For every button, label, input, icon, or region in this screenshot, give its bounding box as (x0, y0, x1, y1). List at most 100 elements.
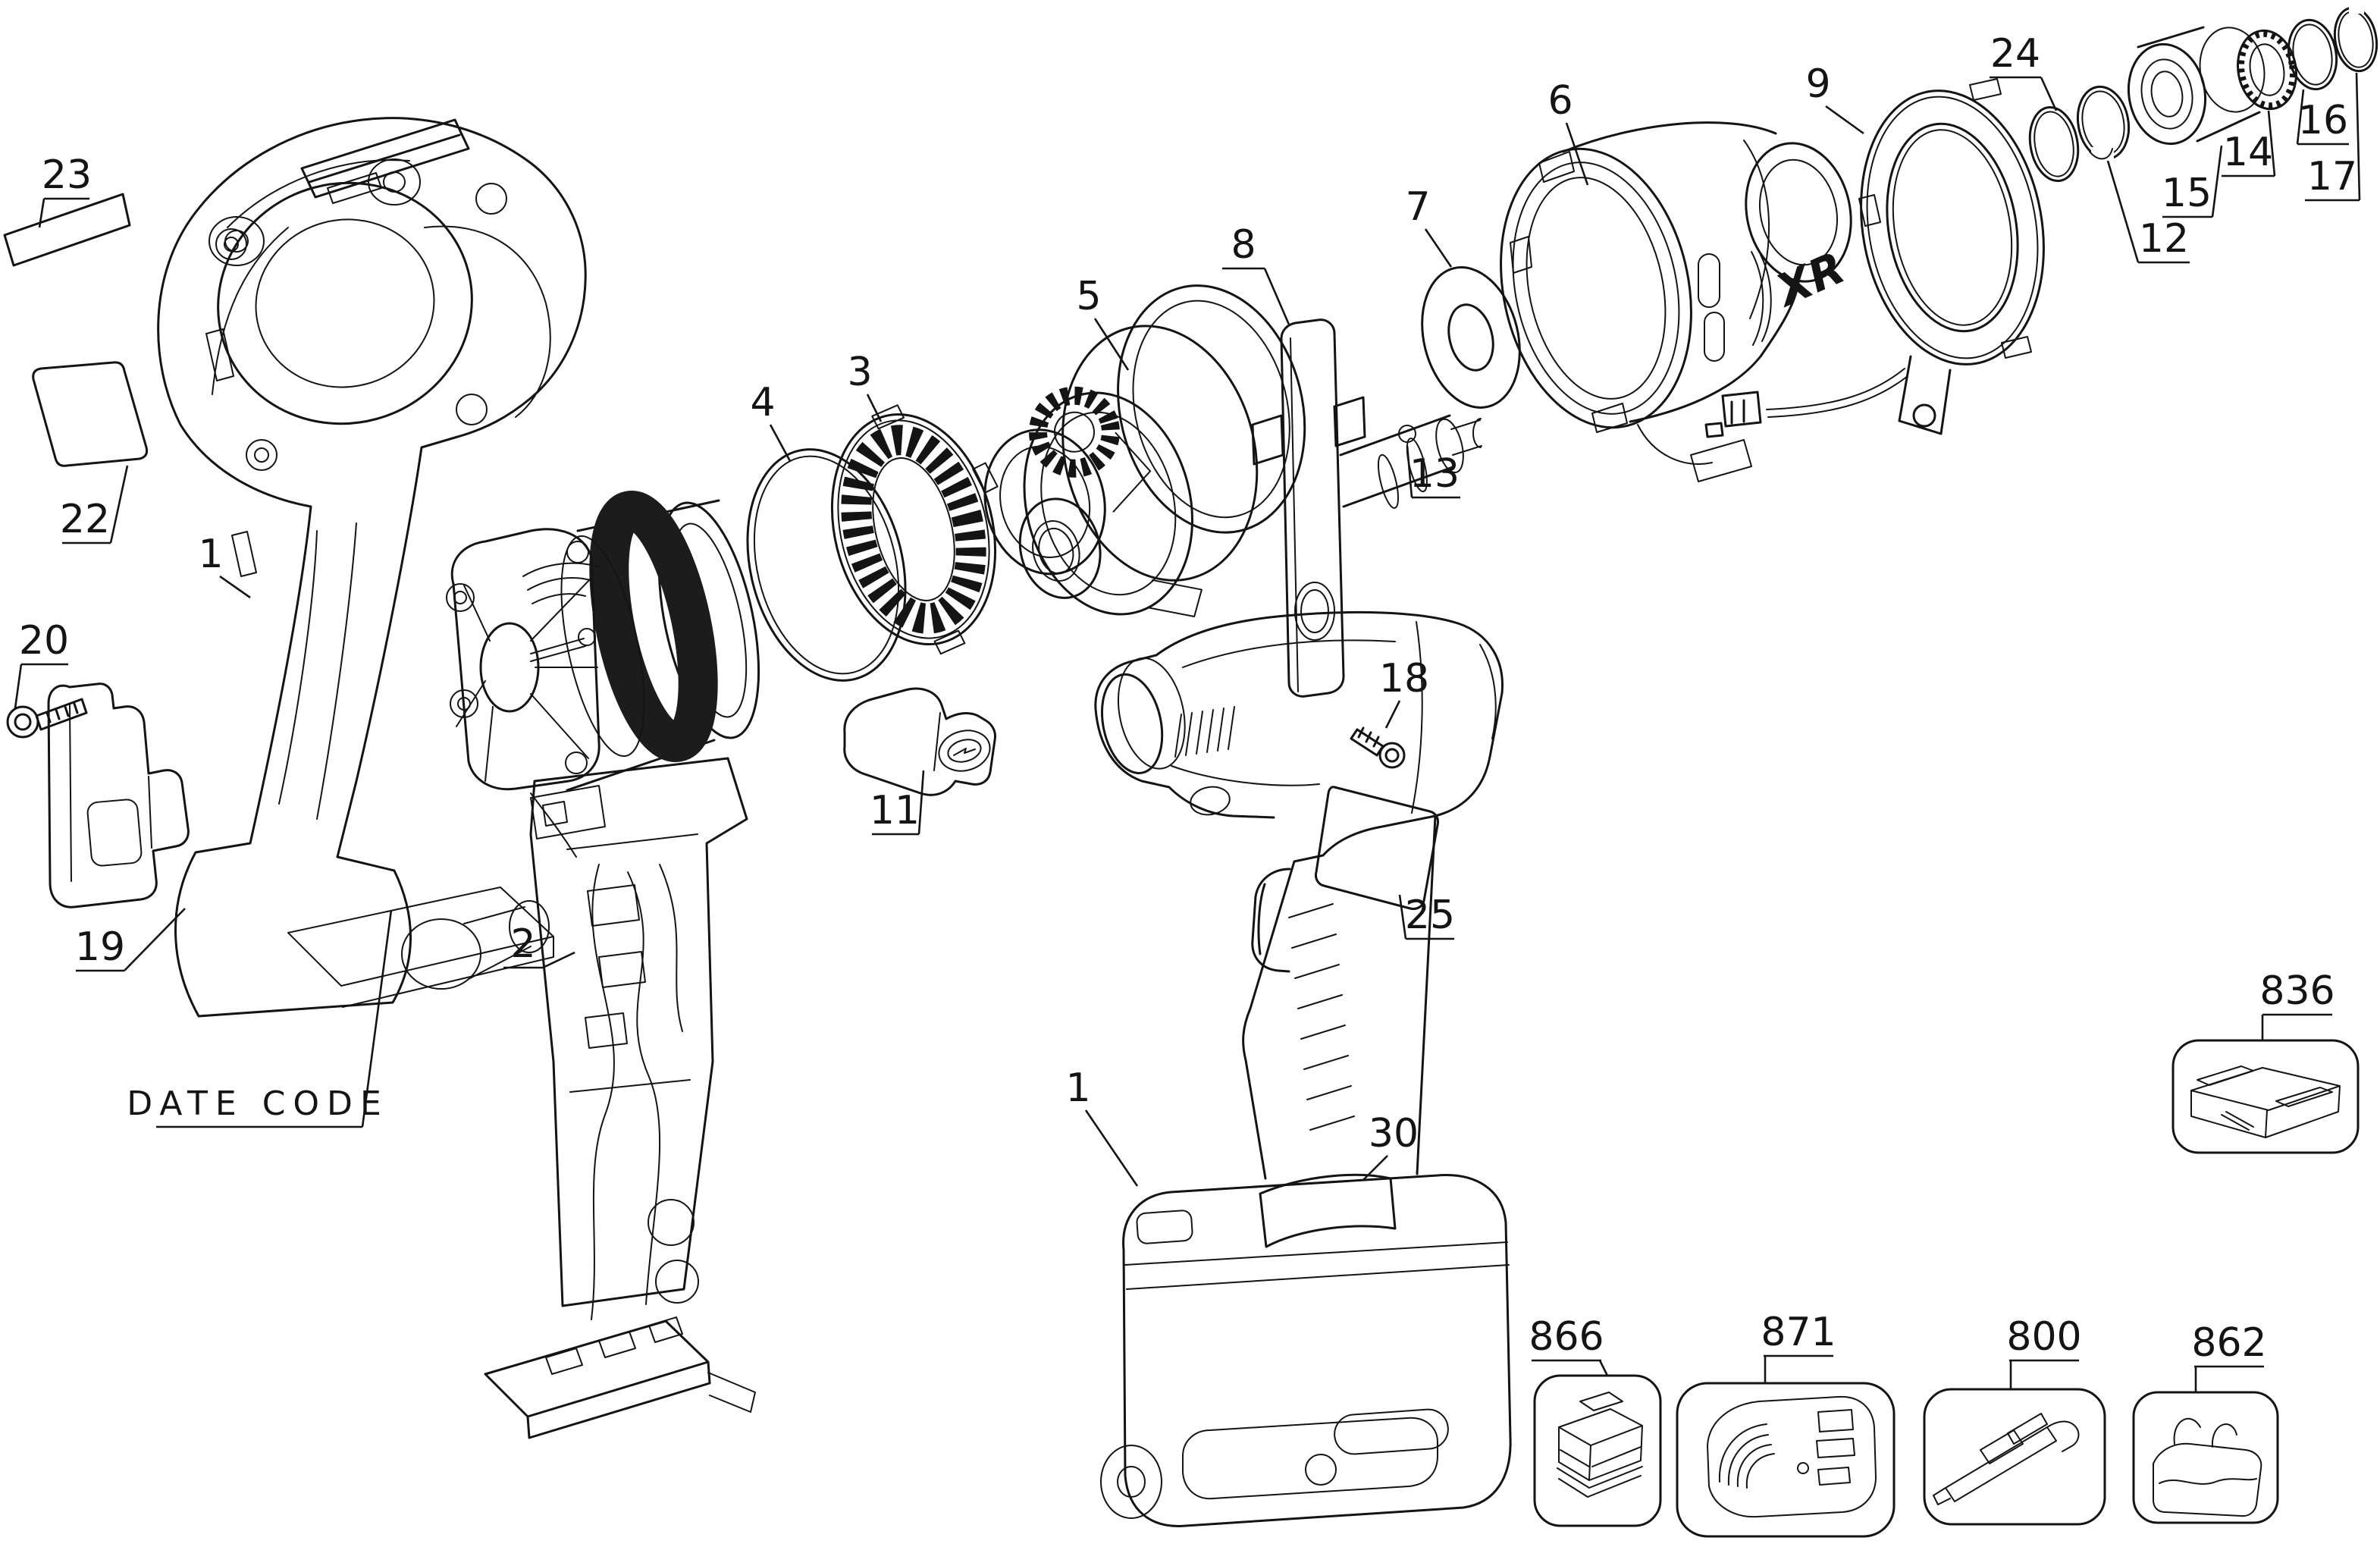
part-number-7: 7 (1405, 184, 1430, 230)
clip12-gap (2091, 147, 2114, 164)
leader-5 (1093, 318, 1130, 371)
clip12-tail (2089, 148, 2113, 160)
selector-endcap (938, 730, 991, 772)
ring9-inner2 (1892, 129, 2013, 326)
hammer-hub (1018, 497, 1102, 599)
callout-18: 18 (1379, 656, 1429, 729)
callout-24: 24 (1990, 31, 2058, 111)
nose-outer (1745, 142, 1852, 283)
box-866 (1533, 1374, 1662, 1527)
leader-24 (1990, 76, 2058, 111)
mode-button (1190, 786, 1231, 816)
clip-outline (47, 682, 190, 908)
box-871 (1676, 1382, 1896, 1538)
terminal-prongs (545, 1316, 756, 1413)
callout-16: 16 (2296, 89, 2349, 146)
belt-hook-icon (1933, 1413, 2080, 1505)
callout-14: 14 (2222, 110, 2276, 177)
housing-ribs (205, 172, 382, 820)
part-number-6: 6 (1547, 78, 1573, 124)
hammer-bore2 (1038, 527, 1074, 575)
part-number-862: 862 (2191, 1320, 2266, 1366)
frame-arcs (212, 159, 551, 418)
part-number-2: 2 (510, 921, 535, 967)
ring9-rings (1860, 89, 2045, 366)
collet-ring-1 (1100, 673, 1164, 774)
anvil-flag (1280, 318, 1345, 698)
motor-stator-line (560, 535, 645, 758)
callout-9: 9 (1805, 61, 1864, 135)
belt-boss (1100, 1445, 1162, 1519)
kit-tray-icon (2190, 1065, 2341, 1138)
leader-19 (76, 908, 186, 972)
case-body (1562, 121, 1800, 423)
tool-body-seams (1171, 621, 1497, 814)
accessory-tool-bag-862 (2132, 1391, 2279, 1524)
selector-arrow-icon (933, 712, 976, 771)
nose-inner (1758, 158, 1839, 266)
box-862 (2132, 1391, 2279, 1524)
part-number-18: 18 (1379, 656, 1429, 701)
case-front-opening (1500, 147, 1692, 429)
callouts-layer: 23 22 1 20 19 DATE CODE 2 4 (14, 31, 2361, 1392)
callout-25: 25 (1398, 893, 1455, 940)
belt-clip-19 (47, 682, 190, 908)
housing-base-plate (287, 886, 554, 1008)
retaining-clip-12 (2076, 85, 2131, 164)
hammer-bore (1032, 520, 1080, 582)
ringgear-outer2 (837, 419, 990, 639)
leader-17 (2305, 72, 2361, 202)
case-bore (1526, 177, 1667, 400)
ring9-clamp (1898, 355, 1952, 435)
battery-seams (1124, 1241, 1510, 1290)
fan-hub (479, 622, 540, 713)
date-code-label: DATE CODE (127, 1084, 389, 1123)
leader-871 (1764, 1354, 1833, 1383)
part-number-4: 4 (750, 380, 775, 425)
leader-1-left (219, 575, 251, 599)
ringgear-teeth (841, 425, 986, 634)
battery-foot (1182, 1417, 1438, 1500)
oring4-inner (753, 455, 900, 675)
leader-30 (1362, 1155, 1388, 1181)
part-number-24: 24 (1990, 31, 2040, 77)
ring9-outer2 (1866, 96, 2039, 359)
leader-22 (62, 465, 129, 544)
anvil-8 (1251, 318, 1482, 698)
battery-charger-icon (1707, 1395, 1877, 1518)
frame-pivot-bosses (209, 158, 421, 266)
accessory-charger-871 (1676, 1382, 1896, 1538)
motor-corner-screws (446, 541, 589, 774)
module-wires (530, 792, 683, 1320)
battery-pack-icon (1557, 1392, 1643, 1498)
leader-20 (14, 663, 68, 709)
tool-bag-icon (2153, 1418, 2262, 1517)
leader-23 (38, 197, 89, 228)
part-number-12: 12 (2139, 216, 2189, 262)
accessory-battery-866 (1533, 1374, 1662, 1527)
tool-vents (1174, 706, 1235, 758)
callout-3: 3 (847, 350, 883, 422)
trigger (1251, 868, 1291, 973)
part-number-14: 14 (2223, 130, 2273, 175)
anvil-flag-side (1290, 337, 1299, 692)
motor-terminals (530, 785, 606, 839)
motor-shaft (530, 628, 596, 662)
bushing-mid (2140, 58, 2193, 130)
part-number-1-left: 1 (198, 532, 223, 577)
anvil-hole-inner (1300, 589, 1329, 633)
clip-inner-line (69, 704, 152, 882)
box-800 (1923, 1388, 2106, 1526)
info-label-25 (1315, 786, 1439, 910)
ring-16 (2287, 18, 2338, 91)
warning-label-30 (1259, 1173, 1397, 1248)
ball-13 (1398, 425, 1416, 443)
motor-end-bell (450, 528, 600, 791)
leader-1-right (1084, 1109, 1139, 1187)
frame-top-rail (300, 118, 470, 199)
ring9-inner (1886, 122, 2019, 333)
callout-862: 862 (2191, 1320, 2267, 1392)
ringgear-outer (830, 413, 997, 646)
callout-30: 30 (1362, 1111, 1419, 1181)
tool-collet (1100, 657, 1186, 774)
